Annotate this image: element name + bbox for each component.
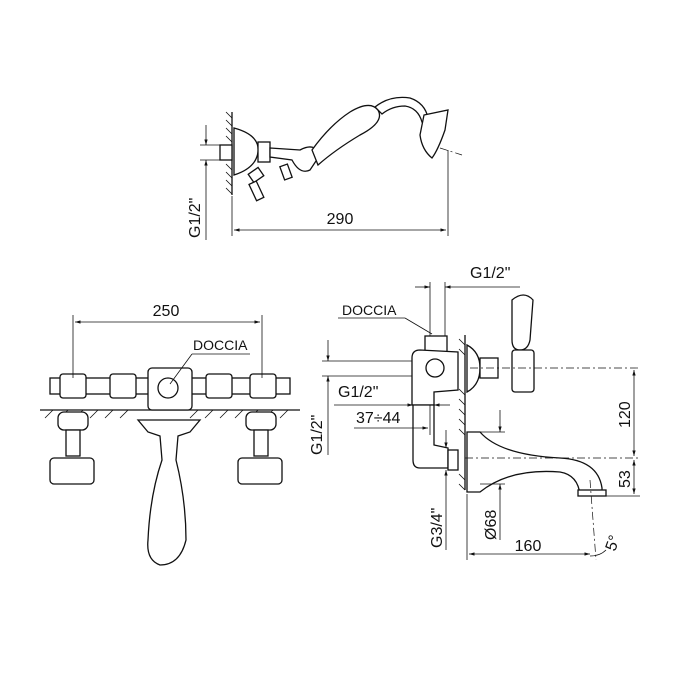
handle-hub <box>511 349 535 393</box>
dimension-250: 250 <box>72 303 263 378</box>
side-view: G1/2" DOCCIA G1/2" G1/2" 37÷44 G3/4" <box>309 265 640 561</box>
right-mid-union <box>205 373 233 399</box>
right-union <box>249 373 277 399</box>
wall-distance-dim: 37÷44 <box>356 410 400 427</box>
holder-elbow <box>269 146 321 172</box>
lever-handle <box>511 294 534 351</box>
right-rosette <box>245 411 277 431</box>
bath-spout-side <box>466 431 603 496</box>
right-stem <box>253 429 269 457</box>
dimension-g12-vertical: G1/2" <box>309 340 412 455</box>
dimension-68: Ø68 <box>467 410 505 540</box>
dimension-g34: G3/4" <box>429 430 448 550</box>
shower-head <box>419 109 449 159</box>
dimension-g12-top: G1/2" <box>415 265 520 336</box>
rosette-diameter-dim: Ø68 <box>483 510 500 540</box>
aerator <box>577 489 607 497</box>
diverter-port <box>425 358 445 378</box>
doccia-label-front: DOCCIA <box>193 337 248 353</box>
inlet-dim: G1/2" <box>338 384 378 401</box>
hand-shower-view: 290 G1/2" <box>187 96 463 240</box>
left-mid-union <box>109 373 137 399</box>
dimension-120-53: 120 53 <box>606 370 640 497</box>
wall-hatch-side <box>458 335 466 491</box>
hose-nut <box>247 166 265 184</box>
diverter-outlet <box>157 377 179 399</box>
hose-thread-2 <box>279 163 293 181</box>
left-cross-handle <box>49 457 95 485</box>
dimension-290: 290 <box>231 150 449 236</box>
hose-thread <box>248 180 265 202</box>
width-dim-290: 290 <box>327 211 354 228</box>
doccia-label-side: DOCCIA <box>342 302 397 318</box>
shower-handle <box>311 104 381 167</box>
angle-dim-5: 5° <box>603 533 624 553</box>
inlet-stub <box>219 144 233 161</box>
front-view: 250 DOCCIA <box>40 303 300 566</box>
connection-dim-g12: G1/2" <box>187 198 204 238</box>
left-rosette <box>57 411 89 431</box>
spout-nut <box>447 449 459 471</box>
swivel-nut <box>257 141 271 163</box>
vertical-connection-dim: G1/2" <box>309 415 326 455</box>
dimension-g12-inlet: G1/2" <box>334 384 450 407</box>
dimension-g12-hand: G1/2" <box>187 125 220 240</box>
spout-height-dim-53: 53 <box>617 470 634 488</box>
width-dim-250: 250 <box>153 303 180 320</box>
dimension-160: 160 5° <box>466 494 624 560</box>
height-dim-120: 120 <box>617 401 634 428</box>
spout-front <box>136 419 202 566</box>
shower-neck <box>374 96 429 124</box>
handle-rosette <box>466 343 481 394</box>
projection-dim-160: 160 <box>515 538 542 555</box>
wall-rosette <box>233 127 259 176</box>
outlet-dim: G3/4" <box>429 508 446 548</box>
left-stem <box>65 429 81 457</box>
right-cross-handle <box>237 457 283 485</box>
supply-pipe <box>412 404 449 469</box>
handle-connection-dim: G1/2" <box>470 265 510 282</box>
dimension-37-44: 37÷44 <box>354 405 431 435</box>
